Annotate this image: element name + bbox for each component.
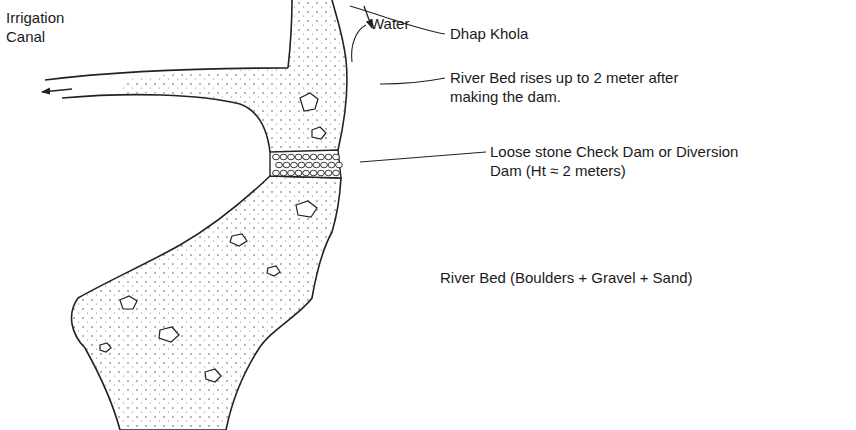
dam-stone xyxy=(336,162,343,168)
check-dam-outline xyxy=(270,150,341,178)
dam-stone xyxy=(295,170,302,176)
dam-stone xyxy=(280,170,287,176)
bed-rise-note: River Bed rises up to 2 meter after maki… xyxy=(450,68,690,106)
water-label: Water xyxy=(370,14,440,33)
dam-stone xyxy=(325,154,332,160)
dam-stone xyxy=(313,162,320,168)
dam-stone xyxy=(303,170,310,176)
dam-stone xyxy=(295,154,302,160)
dam-stone xyxy=(333,170,340,176)
dam-stone xyxy=(318,170,325,176)
canal-label: Irrigation Canal xyxy=(6,8,96,46)
dam-stone xyxy=(328,162,335,168)
dam-stone xyxy=(276,162,283,168)
dam-stone xyxy=(321,162,328,168)
dam-stones xyxy=(273,154,343,176)
dam-stone xyxy=(283,162,290,168)
dam-stone xyxy=(288,154,295,160)
river-left-bank xyxy=(288,0,292,68)
dam-stone xyxy=(273,154,280,160)
dam-stone xyxy=(310,154,317,160)
boulders xyxy=(100,93,326,382)
dam-stone xyxy=(288,170,295,176)
river-right-bank xyxy=(332,0,347,150)
dam-stone xyxy=(303,154,310,160)
dam-stone xyxy=(306,162,313,168)
canal-flow-arrow xyxy=(42,89,72,92)
dam-stone xyxy=(291,162,298,168)
dam-stone xyxy=(325,170,332,176)
canal-water xyxy=(120,68,338,152)
dam-stone xyxy=(318,154,325,160)
dam-stone xyxy=(273,170,280,176)
dam-stone xyxy=(298,162,305,168)
river-name: Dhap Khola xyxy=(450,24,580,43)
dam-stone xyxy=(333,154,340,160)
dam-stone xyxy=(310,170,317,176)
river-bed-label: River Bed (Boulders + Gravel + Sand) xyxy=(440,268,760,287)
lower-river-bed xyxy=(72,176,341,430)
dam-stone xyxy=(280,154,287,160)
dam-label: Loose stone Check Dam or Diversion Dam (… xyxy=(490,142,740,180)
